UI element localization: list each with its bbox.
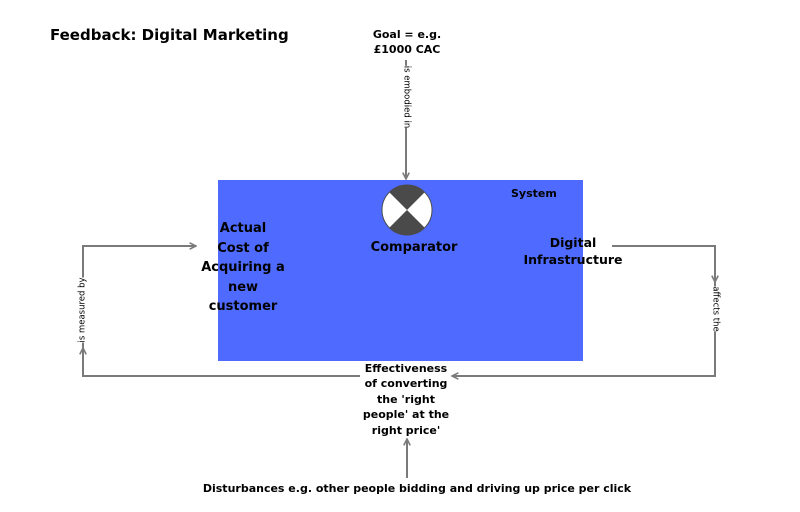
- connector-label-is-measured-by: is measured by: [75, 277, 91, 343]
- system-label: System: [511, 187, 557, 200]
- actual-cost-label: Actual Cost of Acquiring a new customer: [201, 221, 285, 314]
- comparator-icon: [381, 184, 433, 236]
- digital-infrastructure-label: Digital Infrastructure: [523, 235, 623, 267]
- disturbances-label: Disturbances e.g. other people bidding a…: [202, 482, 632, 495]
- connector-label-affects-the: affects the: [707, 286, 723, 332]
- goal-label: Goal = e.g. £1000 CAC: [372, 28, 442, 56]
- comparator-label: Comparator: [370, 240, 458, 255]
- diagram-title: Feedback: Digital Marketing: [50, 26, 289, 44]
- effectiveness-label: Effectiveness of converting the 'right p…: [361, 361, 451, 439]
- connector-label-is-embodied-in: is embodied in: [398, 65, 414, 129]
